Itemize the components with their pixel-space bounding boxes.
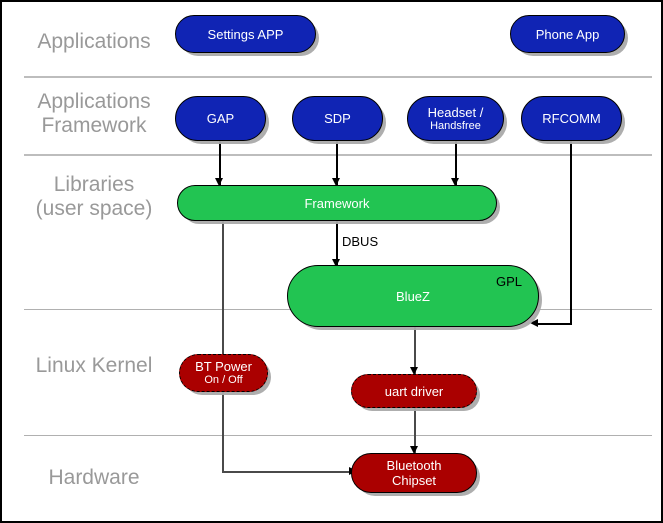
layer-label-applications: Applications	[37, 30, 151, 53]
node-settings-app[interactable]: Settings APP	[175, 15, 316, 53]
edge-framework-bluez-arrow	[332, 259, 340, 267]
node-bluetooth-chipset[interactable]: Bluetooth Chipset	[351, 453, 477, 493]
node-headset-label: Headset /	[427, 104, 484, 120]
node-sdp[interactable]: SDP	[292, 96, 383, 141]
node-bt-power-label: BT Power	[195, 359, 252, 374]
edge-framework-bluez-line	[336, 221, 338, 267]
edge-rfcomm-bluez-arrow	[530, 319, 538, 327]
layer-label-applications-framework: Applications Framework	[37, 90, 151, 137]
node-rfcomm-label: RFCOMM	[542, 111, 601, 126]
node-bluez[interactable]: GPL BlueZ	[287, 265, 539, 327]
divider-kernel-bottom	[24, 435, 652, 436]
edge-bluez-uart-line	[414, 326, 416, 374]
node-rfcomm[interactable]: RFCOMM	[521, 96, 622, 141]
edge-uart-chipset-line	[414, 406, 416, 454]
node-framework-label: Framework	[304, 195, 370, 211]
node-bluetooth-chipset-sublabel: Chipset	[391, 473, 437, 488]
node-uart-driver[interactable]: uart driver	[351, 374, 477, 408]
node-bluez-label: BlueZ	[396, 288, 430, 304]
edge-uart-chipset-arrow	[410, 446, 418, 454]
edge-framework-chipset-horizontal	[222, 471, 353, 473]
edge-framework-chipset-vertical	[222, 220, 224, 472]
node-bluez-gpl-badge: GPL	[495, 274, 522, 289]
node-settings-app-label: Settings APP	[207, 26, 284, 42]
edge-sdp-framework-line	[336, 141, 338, 185]
node-gap[interactable]: GAP	[175, 96, 266, 141]
layer-label-libraries: Libraries (user space)	[35, 173, 153, 220]
node-sdp-label: SDP	[324, 111, 351, 126]
node-headset-handsfree[interactable]: Headset / Handsfree	[407, 96, 504, 141]
node-bt-power-sublabel: On / Off	[204, 374, 243, 386]
edge-bluez-uart-arrow	[410, 367, 418, 375]
divider-applications-bottom	[24, 76, 652, 78]
node-headset-sublabel: Handsfree	[430, 119, 481, 132]
layer-label-hardware: Hardware	[48, 466, 140, 489]
edge-label-dbus: DBUS	[342, 234, 379, 249]
edge-gap-framework-arrow	[215, 178, 223, 186]
node-phone-app-label: Phone App	[535, 26, 600, 42]
edge-rfcomm-horizontal	[536, 323, 572, 325]
node-bluetooth-chipset-label: Bluetooth	[386, 458, 442, 473]
node-phone-app[interactable]: Phone App	[510, 15, 625, 53]
node-bt-power[interactable]: BT Power On / Off	[179, 354, 268, 392]
edge-headset-framework-line	[455, 141, 457, 185]
edge-rfcomm-vertical	[570, 141, 572, 325]
node-framework[interactable]: Framework	[177, 185, 497, 221]
edge-sdp-framework-arrow	[332, 178, 340, 186]
layer-label-linux-kernel: Linux Kernel	[35, 354, 153, 377]
edge-headset-framework-arrow	[451, 178, 459, 186]
node-gap-label: GAP	[206, 111, 235, 126]
divider-framework-bottom	[24, 154, 652, 156]
edge-gap-framework-line	[219, 141, 221, 185]
node-uart-driver-label: uart driver	[384, 383, 444, 399]
